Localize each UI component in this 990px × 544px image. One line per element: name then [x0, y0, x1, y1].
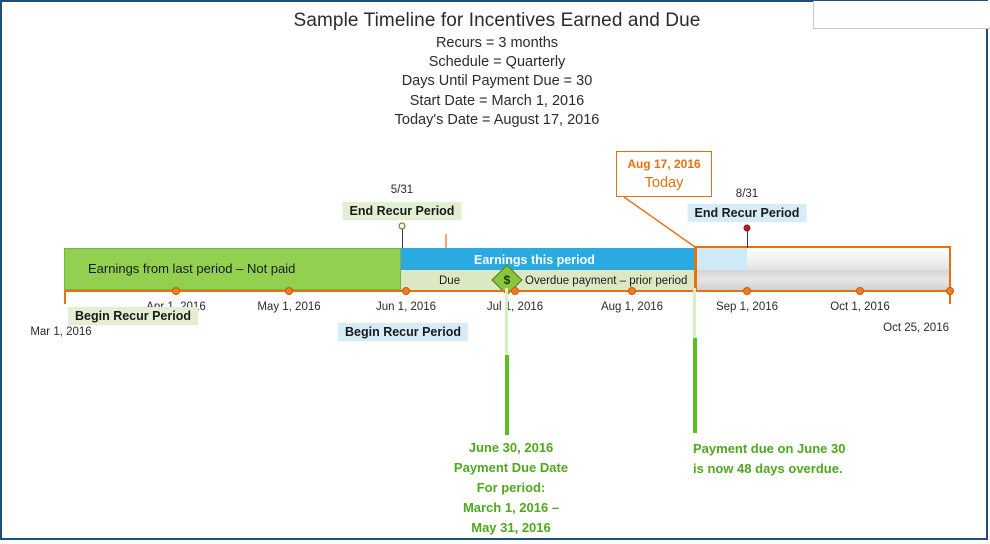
header-line-start-date: Start Date = March 1, 2016: [409, 92, 585, 109]
note-payment-due: June 30, 2016 Payment Due Date For perio…: [454, 438, 568, 538]
axis-tick-apr: [172, 287, 180, 295]
annotation-line-overdue: [693, 338, 697, 433]
bar-future-period-highlight: [695, 248, 747, 272]
axis-tick-oct: [856, 287, 864, 295]
axis-label-jun: Jun 1, 2016: [375, 301, 437, 313]
axis-tick-jun: [402, 287, 410, 295]
today-callout-label: Today: [644, 175, 684, 191]
corner-placeholder-box: [813, 1, 990, 29]
note-payment-due-line-4: March 1, 2016 –: [462, 500, 560, 515]
marker-date-531: 5/31: [390, 184, 414, 196]
bar-earnings-last-period: [64, 248, 401, 290]
flag-begin-recur-period-mar: Begin Recur Period: [68, 307, 198, 325]
header-line-days-until-due: Days Until Payment Due = 30: [401, 73, 593, 90]
flag-begin-recur-period-jun: Begin Recur Period: [338, 323, 468, 341]
bar-future-period-grey: [747, 248, 951, 272]
annotation-guide-pale-left: [505, 288, 508, 356]
note-payment-due-line-5: May 31, 2016: [471, 520, 551, 535]
axis-label-start-date: Mar 1, 2016: [30, 326, 92, 338]
axis-label-may: May 1, 2016: [257, 301, 321, 313]
note-overdue-line-1: Payment due on June 30: [693, 441, 846, 456]
axis-label-aug: Aug 1, 2016: [600, 301, 664, 313]
future-region-outline: [695, 246, 951, 292]
minor-orange-tick: [445, 234, 447, 248]
note-payment-due-line-3: For period:: [476, 480, 546, 495]
money-diamond-label: $: [503, 273, 511, 287]
bar-label-due: Due: [439, 275, 461, 287]
bar-future-grey-band: [695, 270, 951, 290]
header-line-todays-date: Today's Date = August 17, 2016: [394, 111, 600, 128]
note-overdue: Payment due on June 30 is now 48 days ov…: [693, 439, 845, 479]
annotation-line-payment-due: [505, 355, 509, 435]
header-line-recurs: Recurs = 3 months: [435, 35, 559, 51]
bar-label-overdue: Overdue payment – prior period: [525, 275, 688, 287]
axis-end-cap: [949, 290, 951, 304]
stem-531: [402, 226, 403, 248]
marker-date-831: 8/31: [735, 188, 759, 200]
today-callout-date: Aug 17, 2016: [627, 157, 701, 171]
axis-label-jul: Jul 1, 2016: [486, 301, 544, 313]
note-payment-due-line-1: June 30, 2016: [468, 440, 554, 455]
stem-dot-831: [743, 224, 751, 232]
bar-label-earnings-last-period: Earnings from last period – Not paid: [88, 261, 296, 276]
note-overdue-line-2: is now 48 days overdue.: [693, 461, 843, 476]
today-callout[interactable]: Aug 17, 2016 Today: [616, 151, 712, 197]
header-line-schedule: Schedule = Quarterly: [428, 54, 566, 71]
flag-end-recur-period-531: End Recur Period: [342, 202, 462, 220]
axis-label-sep: Sep 1, 2016: [715, 301, 779, 313]
axis-label-end-date: Oct 25, 2016: [883, 322, 949, 334]
stem-831: [747, 228, 748, 248]
stem-dot-531: [398, 222, 406, 230]
page-title: Sample Timeline for Incentives Earned an…: [293, 10, 701, 31]
header-block: Sample Timeline for Incentives Earned an…: [2, 8, 990, 130]
flag-end-recur-period-831: End Recur Period: [687, 204, 807, 222]
bar-label-earnings-this-period: Earnings this period: [474, 253, 595, 267]
axis-tick-sep: [743, 287, 751, 295]
bar-due-overdue-band: [401, 270, 695, 290]
today-callout-leader-line: [623, 196, 696, 248]
axis-tick-end: [946, 287, 954, 295]
axis-tick-jul: [511, 287, 519, 295]
axis-label-oct: Oct 1, 2016: [830, 301, 890, 313]
note-payment-due-line-2: Payment Due Date: [453, 460, 569, 475]
axis-tick-aug: [628, 287, 636, 295]
annotation-guide-pale-right: [693, 288, 696, 338]
axis-start-cap: [64, 290, 66, 304]
today-vertical-line: [694, 246, 696, 292]
bar-earnings-this-period: [401, 248, 695, 272]
axis-tick-may: [285, 287, 293, 295]
